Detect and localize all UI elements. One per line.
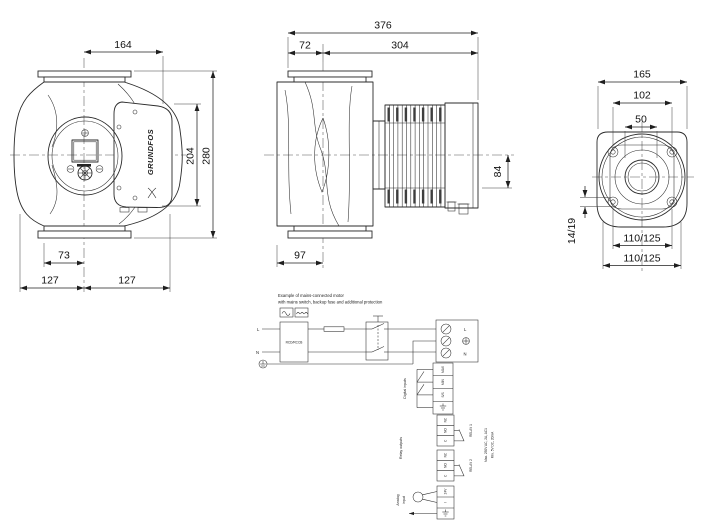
- dim-127-right: 127: [118, 275, 136, 287]
- dim-73: 73: [58, 250, 70, 262]
- phase-label: L: [257, 327, 260, 332]
- di-max-label: MAX: [441, 365, 445, 373]
- relay2-block: NC NO C RELAY 2: [436, 449, 473, 482]
- control-box-side: [444, 102, 479, 215]
- dim-304: 304: [391, 40, 409, 52]
- relay-rating-max: Max. 250V AC, 2A, AC1: [484, 428, 488, 462]
- neutral-label: N: [256, 350, 259, 355]
- rcd-label: RCD/RCCB: [286, 341, 303, 345]
- analog-24v: 24V: [444, 488, 448, 495]
- dim-14-19: 14/19: [566, 218, 578, 244]
- display: [71, 139, 99, 163]
- wiring-diagram: Example of mains-connected motor with ma…: [256, 293, 495, 520]
- bolt-hole-icons: [607, 146, 678, 208]
- digital-inputs-label: Digital inputs: [403, 378, 407, 399]
- relay1-label: RELAY 1: [469, 424, 473, 437]
- dim-376: 376: [374, 20, 392, 32]
- dim-84: 84: [492, 166, 504, 178]
- rcd-box: [279, 321, 309, 363]
- di-earth-icon: [439, 403, 447, 411]
- pump-body-front: [13, 81, 183, 227]
- front-dimensions: 164 204 280 73 127 127: [19, 39, 217, 292]
- analog-label-line2: input: [402, 496, 406, 504]
- dim-72: 72: [299, 40, 311, 52]
- dim-164: 164: [114, 39, 132, 51]
- terminal-l-label: L: [464, 327, 467, 332]
- side-view: 376 72 304 84 97: [264, 20, 514, 268]
- analog-label-line1: Analog: [396, 494, 400, 505]
- flange-housing: [596, 131, 688, 228]
- relay2-c: C: [444, 474, 448, 477]
- fuse-icon: [323, 326, 345, 332]
- mains-switch-icon: [365, 315, 389, 361]
- relay2-nc: NC: [444, 452, 448, 457]
- di-ss-label: S/S: [441, 392, 445, 397]
- di-min-label: MIN: [441, 378, 445, 385]
- side-dimensions: 376 72 304 84 97: [276, 20, 512, 267]
- dim-165: 165: [633, 69, 651, 81]
- analog-earth-icon: [442, 509, 449, 517]
- flange-dimensions: 165 102 50 14/19 110/125 110/125: [566, 69, 688, 269]
- relay1-block: NC NO C RELAY 1: [436, 414, 473, 447]
- sensor-icon: [412, 491, 424, 503]
- relay1-nc: NC: [444, 417, 448, 422]
- screw-icons: [116, 109, 138, 201]
- brand-mark-icon: [147, 187, 157, 199]
- dim-280: 280: [201, 147, 213, 165]
- terminal-earth-icon: [462, 337, 470, 345]
- stator-fins: [384, 104, 446, 208]
- relay2-no: NO: [444, 463, 448, 468]
- dim-102: 102: [633, 90, 651, 102]
- display-bar: [77, 164, 91, 167]
- dim-110-125-top: 110/125: [623, 233, 660, 245]
- relay-outputs-label: Relay outputs: [399, 437, 403, 459]
- pump-body-side: [276, 81, 374, 227]
- mains-terminal-block: L N: [435, 319, 479, 363]
- relay1-c: C: [444, 439, 448, 442]
- rcd-type-symbol-icons: [279, 307, 309, 318]
- dim-204: 204: [185, 147, 197, 165]
- analog-i: I: [444, 502, 448, 503]
- control-face: GRUNDFOS: [47, 101, 173, 213]
- brand-logo: GRUNDFOS: [146, 129, 155, 175]
- wiring-caption-line2: with mains switch, backup fuse and addit…: [278, 300, 383, 305]
- wiring-caption-line1: Example of mains-connected motor: [278, 293, 344, 298]
- cable-gland-icons: [446, 201, 470, 215]
- dim-110-125-bottom: 110/125: [623, 253, 660, 265]
- analog-input-block: 24V I Analog input: [396, 485, 455, 520]
- terminal-n-label: N: [464, 352, 467, 357]
- relay-rating-min: Min. 5V DC, 20mA: [491, 431, 495, 458]
- dim-50: 50: [635, 114, 647, 126]
- relay1-no: NO: [444, 428, 448, 433]
- earth-ground-icon: [258, 359, 413, 369]
- relay2-label: RELAY 2: [469, 459, 473, 472]
- flange-view: 165 102 50 14/19 110/125 110/125: [566, 69, 694, 272]
- digital-inputs-block: MAX MIN S/S Digital inputs: [403, 362, 454, 415]
- dim-127-left: 127: [41, 275, 59, 287]
- dim-97: 97: [294, 250, 306, 262]
- front-view: GRUNDFOS 164 204 280 73: [10, 39, 217, 292]
- button-icons: [66, 129, 104, 181]
